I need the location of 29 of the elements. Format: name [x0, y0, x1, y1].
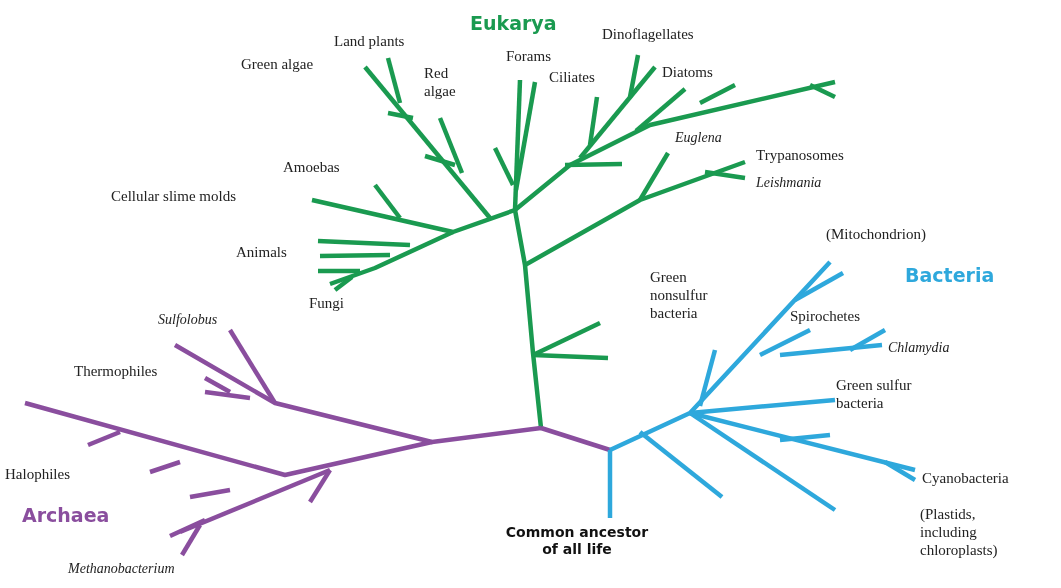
taxon-label: Euglena	[675, 130, 722, 147]
taxon-label: Sulfolobus	[158, 312, 218, 329]
domain-label: Archaea	[22, 504, 110, 527]
taxon-label: Forams	[506, 47, 551, 65]
taxon-label: Ciliates	[549, 68, 595, 86]
taxon-label: Cellular slime molds	[111, 187, 236, 205]
taxon-label: Green algae	[241, 55, 314, 73]
taxon-label: Green nonsulfur bacteria	[650, 268, 709, 322]
taxon-label: Green sulfur bacteria	[836, 376, 913, 412]
taxon-label: Diatoms	[662, 63, 713, 81]
taxon-label: Land plants	[334, 32, 405, 50]
taxon-label: Amoebas	[283, 158, 340, 176]
taxon-label: Thermophiles	[74, 362, 158, 380]
domain-label: Bacteria	[905, 264, 995, 287]
taxon-label: Chlamydia	[888, 340, 950, 357]
domain-label: Eukarya	[470, 12, 557, 35]
taxon-label: Trypanosomes	[756, 146, 844, 164]
taxon-label: Leishmania	[756, 175, 822, 192]
taxon-label: Dinoflagellates	[602, 25, 694, 43]
root-label: Common ancestor of all life	[504, 524, 650, 558]
taxon-label: (Mitochondrion)	[826, 225, 926, 243]
taxon-label: (Plastids, including chloroplasts)	[920, 505, 999, 559]
taxon-label: Animals	[236, 243, 287, 261]
taxon-label: Fungi	[309, 294, 344, 312]
taxon-label: Red algae	[424, 64, 457, 100]
taxon-label: Methanobacterium	[68, 561, 175, 578]
taxon-label: Halophiles	[5, 465, 70, 483]
taxon-label: Cyanobacteria	[922, 469, 1009, 487]
taxon-label: Spirochetes	[790, 307, 860, 325]
